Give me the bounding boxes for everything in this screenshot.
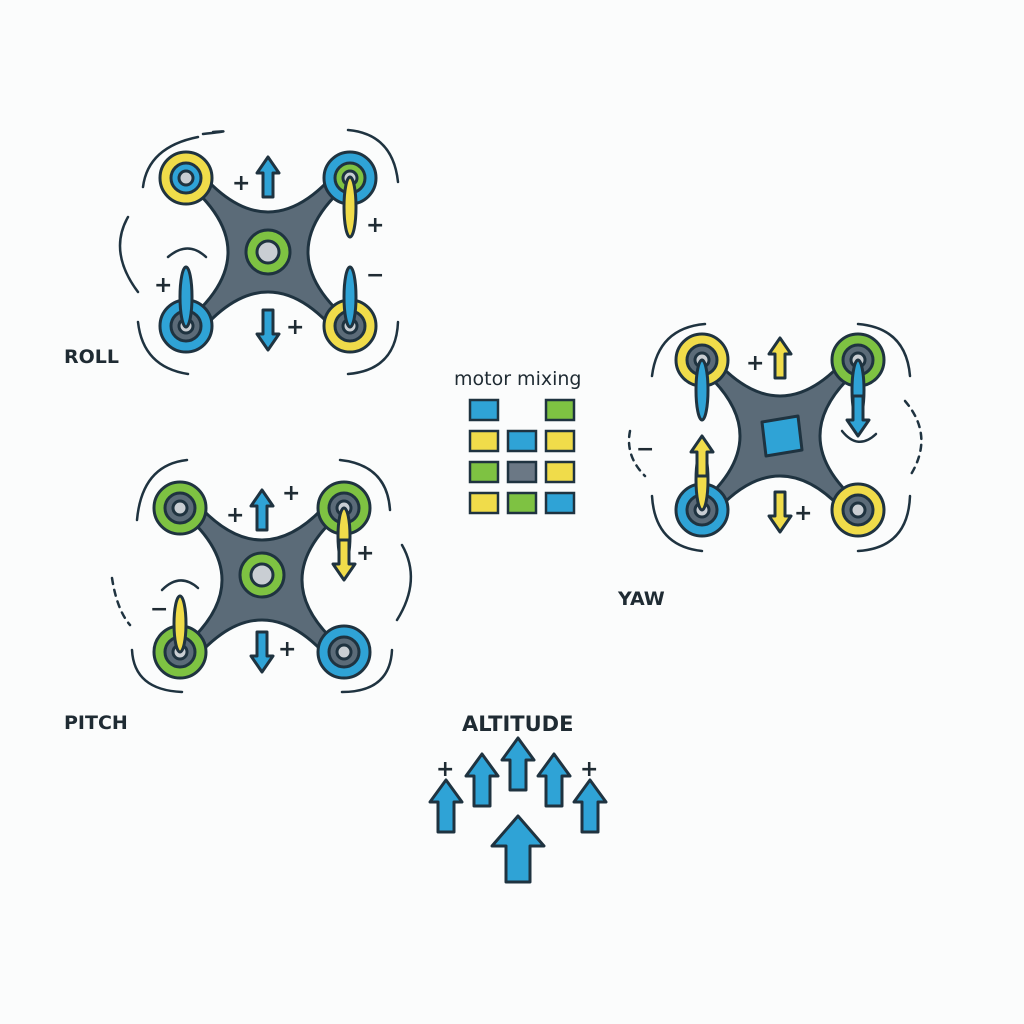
pitch-plus-2: + bbox=[282, 481, 300, 506]
pitch-minus-1: − bbox=[150, 597, 168, 622]
yaw-quadcopter-icon bbox=[627, 322, 923, 553]
pitch-plus-1: + bbox=[226, 503, 244, 528]
altitude-label: ALTITUDE bbox=[462, 712, 574, 736]
mixing-grid-cell bbox=[468, 398, 500, 422]
roll-plus-4: + bbox=[286, 315, 304, 340]
mixing-grid-cell bbox=[506, 429, 538, 453]
mixing-grid-cell bbox=[468, 491, 500, 515]
yaw-plus-2: + bbox=[794, 501, 812, 526]
yaw-plus-1: + bbox=[746, 351, 764, 376]
mixing-grid-cell bbox=[544, 491, 576, 515]
roll-minus-1: − bbox=[366, 263, 384, 288]
mixing-grid-cell bbox=[468, 429, 500, 453]
motor-mixing-label: motor mixing bbox=[454, 368, 582, 390]
pitch-plus-3: + bbox=[356, 541, 374, 566]
roll-label: ROLL bbox=[64, 346, 119, 368]
altitude-plus-2: + bbox=[580, 757, 598, 782]
yaw-label: YAW bbox=[618, 588, 665, 610]
roll-plus-2: + bbox=[366, 213, 384, 238]
mixing-grid-cell bbox=[544, 460, 576, 484]
mixing-grid-cell bbox=[544, 429, 576, 453]
mixing-grid-cell bbox=[506, 460, 538, 484]
altitude-plus-1: + bbox=[436, 757, 454, 782]
roll-plus-3: + bbox=[154, 273, 172, 298]
roll-quadcopter-icon bbox=[118, 128, 400, 376]
mixing-grid-cell bbox=[544, 398, 576, 422]
altitude-arrows-icon bbox=[428, 736, 608, 884]
pitch-label: PITCH bbox=[64, 712, 128, 734]
pitch-quadcopter-icon bbox=[110, 458, 413, 694]
mixing-grid-icon bbox=[468, 398, 576, 515]
yaw-minus-1: − bbox=[636, 437, 654, 462]
roll-plus-1: + bbox=[232, 171, 250, 196]
pitch-plus-4: + bbox=[278, 637, 296, 662]
mixing-grid-cell bbox=[506, 491, 538, 515]
mixing-grid-cell bbox=[468, 460, 500, 484]
